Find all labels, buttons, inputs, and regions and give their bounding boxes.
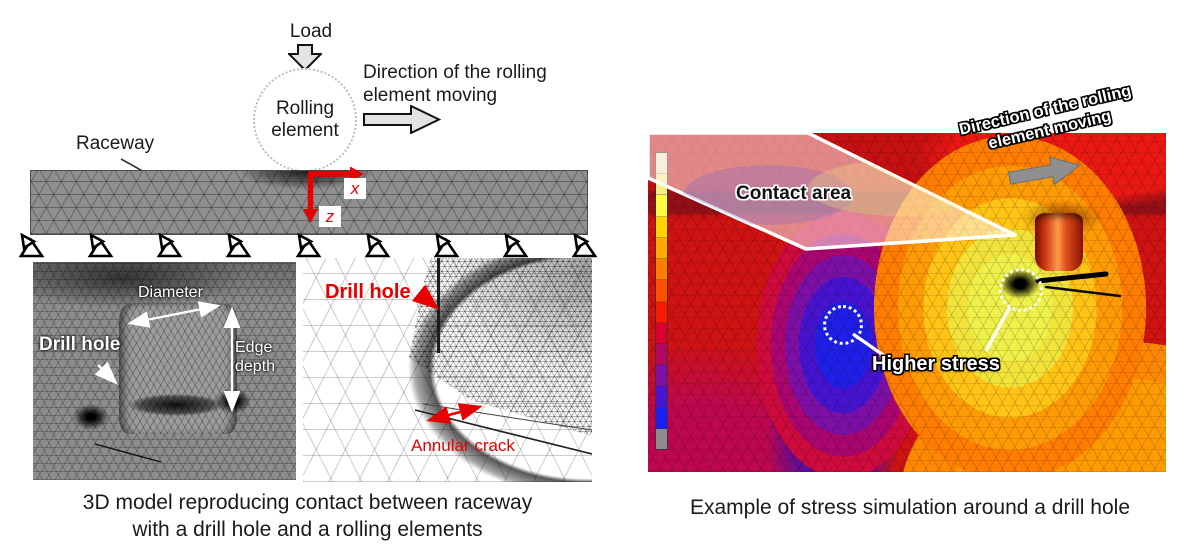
higher-stress-circle-subsurface bbox=[823, 305, 863, 345]
higher-stress-label: Higher stress bbox=[872, 353, 1000, 375]
drill-hole-cylinder bbox=[1035, 213, 1083, 271]
support-icon bbox=[502, 233, 529, 258]
detail-left-annotation-arrows bbox=[94, 301, 241, 463]
direction-label-left: Direction of the rolling element moving bbox=[363, 62, 547, 106]
stress-simulation-image: Contact area Higher stress bbox=[648, 133, 1166, 472]
support-icon bbox=[87, 233, 114, 258]
support-icon bbox=[433, 233, 460, 258]
direction-arrow-right-icon bbox=[363, 105, 441, 134]
higher-stress-leader-lines bbox=[852, 306, 1012, 359]
right-figure-caption: Example of stress simulation around a dr… bbox=[689, 496, 1131, 519]
axis-z-label: z bbox=[319, 206, 341, 227]
colorbar-segment bbox=[656, 195, 667, 217]
crack-lines bbox=[1035, 271, 1122, 298]
direction-arrow-gray-icon bbox=[1008, 156, 1081, 186]
load-label: Load bbox=[289, 21, 333, 42]
drill-hole-mesh-detail: Diameter Drill hole Edge depth bbox=[33, 262, 296, 480]
colorbar-segment bbox=[656, 407, 667, 429]
support-icon bbox=[571, 233, 598, 258]
left-figure-caption: 3D model reproducing contact between rac… bbox=[82, 491, 533, 541]
drill-hole-label: Drill hole bbox=[39, 334, 121, 355]
diameter-label: Diameter bbox=[138, 284, 203, 301]
colorbar-segment bbox=[656, 386, 667, 408]
raceway-label: Raceway bbox=[76, 133, 155, 154]
support-icon bbox=[18, 233, 45, 258]
annular-crack-label: Annular crack bbox=[411, 436, 515, 455]
colorbar-segment bbox=[656, 322, 667, 344]
load-arrow-down-icon bbox=[288, 44, 322, 71]
contact-area-polygon bbox=[648, 133, 1017, 251]
colorbar-segment bbox=[656, 343, 667, 366]
drill-hole-label: Drill hole bbox=[325, 281, 411, 303]
colorbar-segment bbox=[656, 237, 667, 260]
rolling-element-label: element bbox=[271, 120, 339, 141]
colorbar-segment bbox=[656, 216, 667, 238]
drill-hole-wireframe-detail: Drill hole Annular crack bbox=[303, 258, 592, 482]
support-icon bbox=[226, 233, 252, 258]
support-icon bbox=[295, 233, 321, 258]
support-icon bbox=[156, 233, 183, 258]
rolling-element-circle: Rolling element bbox=[253, 68, 357, 172]
axis-x-label: x bbox=[344, 178, 366, 199]
colorbar-segment bbox=[656, 259, 667, 281]
support-icon bbox=[364, 233, 391, 258]
hole-rim-ring bbox=[303, 258, 592, 482]
colorbar-segment bbox=[656, 280, 667, 302]
contact-area-label: Contact area bbox=[736, 183, 852, 204]
higher-stress-circle-hole bbox=[999, 268, 1043, 312]
colorbar-segment bbox=[656, 301, 667, 323]
colorbar-segment bbox=[656, 428, 667, 450]
edge-depth-label: Edge depth bbox=[235, 339, 276, 375]
xz-axes bbox=[303, 166, 364, 223]
supports-row bbox=[18, 233, 598, 259]
colorbar-segment bbox=[656, 365, 667, 387]
mesh-shading bbox=[33, 262, 296, 480]
rolling-element-label: Rolling bbox=[275, 98, 335, 119]
detail-right-annotation-arrows bbox=[411, 284, 592, 455]
